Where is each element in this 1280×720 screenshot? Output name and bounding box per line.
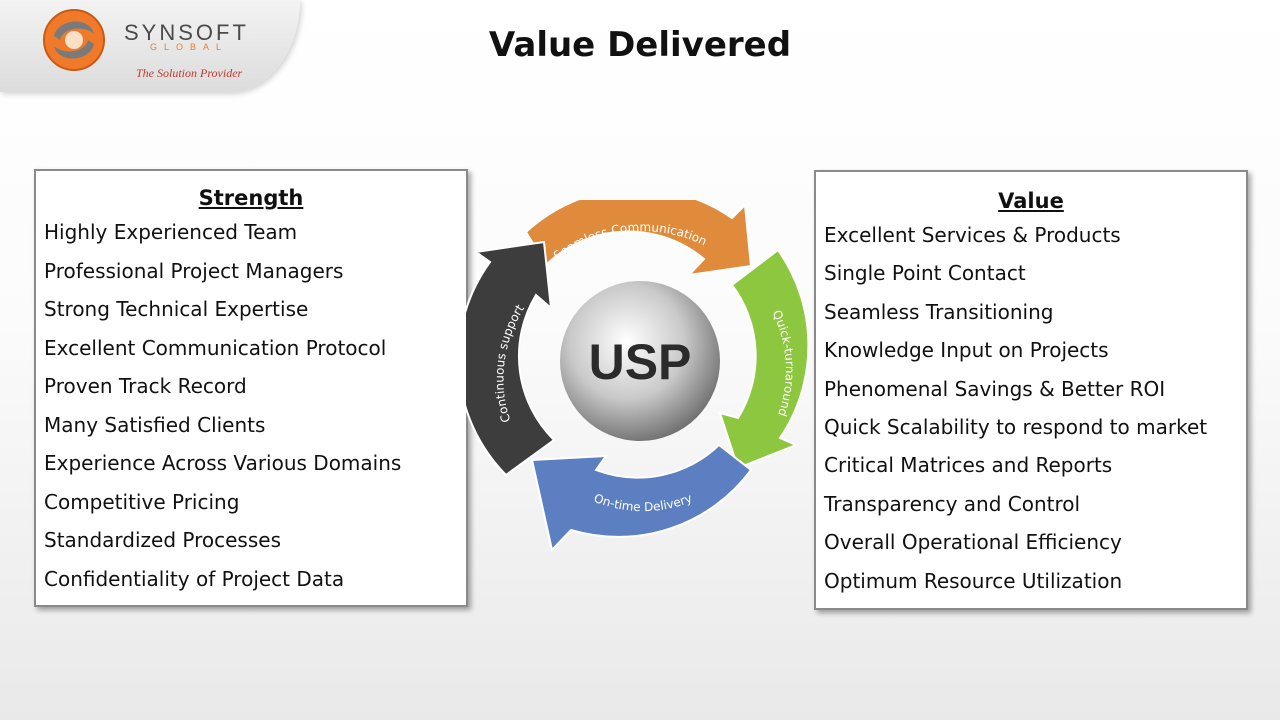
value-item: Phenomenal Savings & Better ROI [824, 376, 1166, 401]
strength-item: Competitive Pricing [44, 489, 240, 514]
logo-banner: SYNSOFT GLOBAL The Solution Provider [0, 0, 300, 92]
strength-item: Proven Track Record [44, 374, 247, 398]
value-item: Seamless Transitioning [824, 299, 1054, 324]
value-item: Quick Scalability to respond to market [824, 414, 1208, 439]
value-item: Excellent Services & Products [824, 223, 1121, 247]
logo-tagline: The Solution Provider [136, 66, 243, 80]
strength-item: Many Satisfied Clients [44, 412, 266, 437]
continuous-support-arrow [466, 240, 556, 477]
strength-panel: Strength Highly Experienced Team Profess… [34, 169, 468, 607]
usp-center-label: USP [589, 334, 692, 390]
strength-heading: Strength [198, 186, 304, 210]
strength-item: Highly Experienced Team [44, 220, 298, 244]
value-item: Transparency and Control [824, 491, 1081, 516]
seamless-communication-arrow [524, 200, 753, 277]
strength-list: Highly Experienced Team Professional Pro… [36, 213, 466, 598]
page-title: Value Delivered [488, 25, 792, 65]
value-item: Single Point Contact [824, 261, 1026, 286]
value-heading: Value [998, 189, 1064, 213]
synsoft-logo-icon [43, 9, 105, 71]
value-list: Excellent Services & Products Single Poi… [816, 216, 1246, 600]
strength-item: Professional Project Managers [44, 258, 344, 283]
usp-sphere [560, 281, 720, 441]
value-item: Knowledge Input on Projects [824, 338, 1109, 363]
quick-turnaround-arrow [718, 248, 810, 470]
logo-company-name: SYNSOFT [124, 20, 249, 45]
value-panel: Value Excellent Services & Products Sing… [814, 170, 1248, 610]
strength-item: Standardized Processes [44, 528, 281, 552]
strength-item: Strong Technical Expertise [44, 297, 309, 321]
logo-company-sub: GLOBAL [150, 42, 229, 52]
usp-cycle-diagram: Seamless Communication Quick-turnaround … [466, 200, 810, 553]
strength-item: Excellent Communication Protocol [44, 335, 387, 360]
strength-item: Experience Across Various Domains [44, 451, 402, 475]
value-item: Overall Operational Efficiency [824, 530, 1122, 555]
strength-item: Confidentiality of Project Data [44, 566, 345, 591]
on-time-delivery-arrow [530, 443, 753, 553]
value-item: Optimum Resource Utilization [824, 568, 1123, 593]
value-item: Critical Matrices and Reports [824, 453, 1113, 478]
